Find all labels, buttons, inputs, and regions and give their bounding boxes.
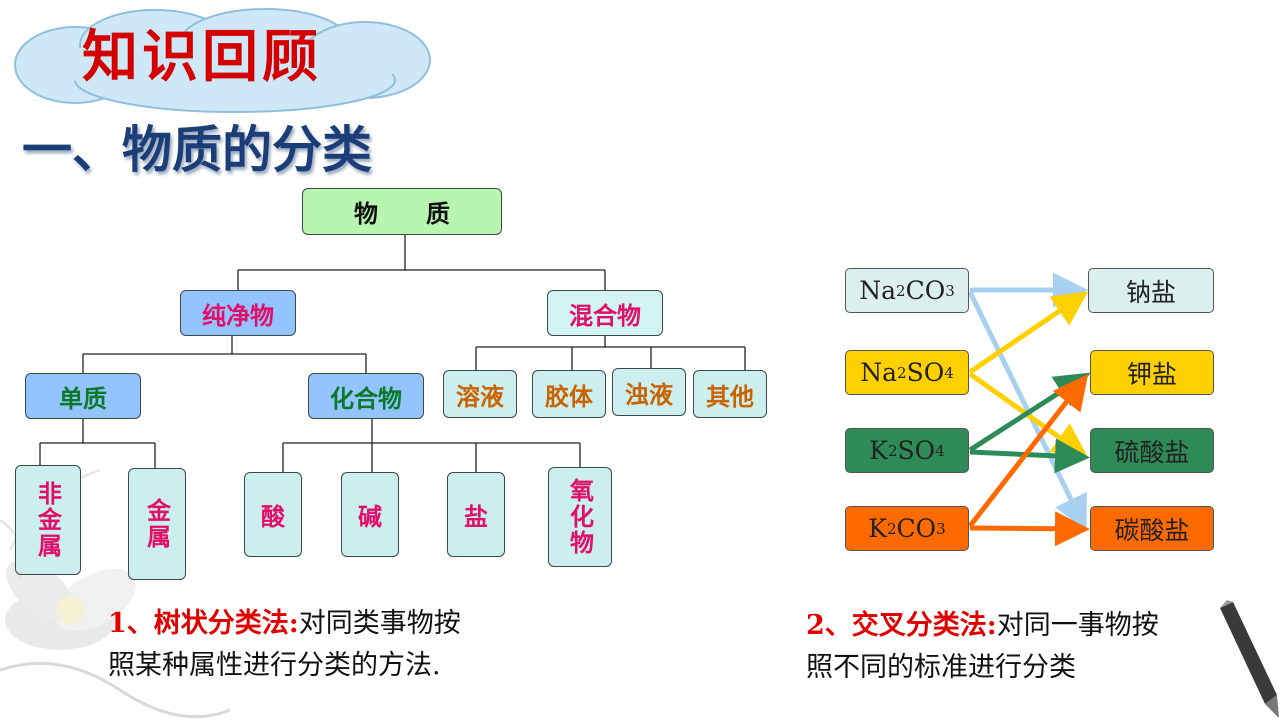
category-carbonate: 碳酸盐: [1090, 506, 1214, 551]
arrow-na2so4-sodium: [968, 291, 1089, 375]
node-acid: 酸: [244, 472, 302, 557]
method-cross-line2: 照不同的标准进行分类: [806, 652, 1076, 683]
category-sulfate: 硫酸盐: [1090, 428, 1214, 473]
node-colloid: 胶体: [532, 370, 606, 418]
decorative-pen: [1220, 600, 1279, 718]
arrow-k2co3-potassium: [968, 374, 1089, 528]
node-mixture: 混合物: [547, 290, 663, 336]
node-element: 单质: [25, 373, 141, 419]
method-tree-line2: 照某种属性进行分类的方法.: [108, 650, 441, 681]
method-cross-label: 2、交叉分类法:: [806, 610, 997, 641]
banner-title: 知识回顾: [82, 24, 322, 90]
category-potassium-salt: 钾盐: [1090, 350, 1214, 395]
arrow-na2co3-carbonate: [967, 290, 1087, 531]
node-suspension: 浊液: [612, 368, 686, 416]
node-pure-substance: 纯净物: [180, 290, 296, 336]
node-nonmetal: 非金属: [15, 465, 81, 575]
node-solution: 溶液: [443, 370, 517, 418]
node-compound: 化合物: [308, 373, 424, 419]
method-tree-label: 1、树状分类法:: [108, 608, 299, 639]
node-salt: 盐: [447, 472, 505, 557]
method-cross-line1: 对同一事物按: [996, 610, 1159, 641]
method-cross-text: 2、交叉分类法:对同一事物按 照不同的标准进行分类: [806, 605, 1246, 689]
method-tree-text: 1、树状分类法:对同类事物按 照某种属性进行分类的方法.: [108, 603, 548, 687]
decorative-flower: [0, 469, 230, 719]
node-other: 其他: [693, 370, 767, 418]
category-sodium-salt: 钠盐: [1088, 268, 1214, 313]
arrow-k2co3-carbonate: [969, 511, 1090, 547]
method-tree-line1: 对同类事物按: [298, 608, 461, 639]
node-matter: 物 质: [302, 188, 502, 235]
tree-connectors: [39, 235, 746, 472]
node-metal: 金属: [128, 468, 186, 580]
section-title: 一、物质的分类: [22, 121, 372, 179]
node-base: 碱: [341, 472, 399, 557]
node-oxide: 氧化物: [548, 467, 612, 567]
cloud-banner: [14, 8, 431, 113]
